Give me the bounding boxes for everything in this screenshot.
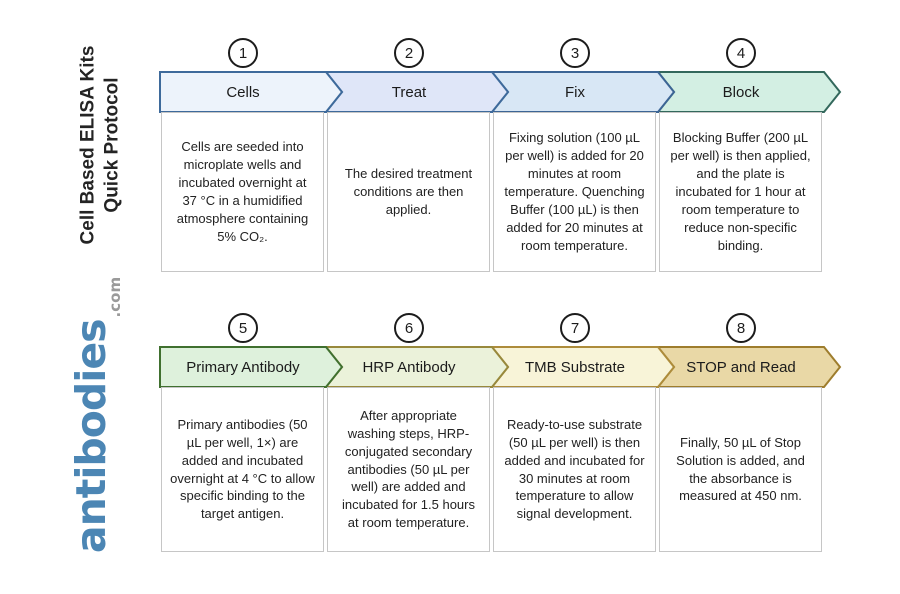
step-2-number-badge: 2 <box>394 38 424 68</box>
step-2-label: Treat <box>391 83 427 101</box>
step-7-label: TMB Substrate <box>524 358 626 376</box>
step-1-number: 1 <box>238 44 248 62</box>
diagram-title: Cell Based ELISA Kits Quick Protocol <box>77 43 125 248</box>
step-8-description-box: Finally, 50 µL of Stop Solution is added… <box>659 387 822 552</box>
step-7-number: 7 <box>570 319 580 337</box>
step-7-description-box: Ready-to-use substrate (50 µL per well) … <box>493 387 656 552</box>
step-6-number: 6 <box>404 319 414 337</box>
step-8-label: STOP and Read <box>686 358 796 376</box>
step-8-description: Finally, 50 µL of Stop Solution is added… <box>676 434 805 504</box>
step-1-arrow <box>159 71 344 113</box>
step-2-description: The desired treatment conditions are the… <box>344 166 473 217</box>
step-5-label: Primary Antibody <box>186 358 300 376</box>
step-4-number-badge: 4 <box>726 38 756 68</box>
diagram-title-line1: Cell Based ELISA Kits <box>77 45 99 245</box>
step-8-number: 8 <box>736 319 746 337</box>
brand-logo-text: antibodies <box>67 319 115 554</box>
step-5-description-box: Primary antibodies (50 µL per well, 1×) … <box>161 387 324 552</box>
step-1-number-badge: 1 <box>228 38 258 68</box>
step-4-number: 4 <box>736 44 746 62</box>
step-3-label: Fix <box>565 83 585 101</box>
step-2-number: 2 <box>404 44 414 62</box>
step-4-label: Block <box>722 83 760 101</box>
step-4-description-box: Blocking Buffer (200 µL per well) is the… <box>659 112 822 272</box>
step-7-description: Ready-to-use substrate (50 µL per well) … <box>504 416 645 522</box>
step-1-description: Cells are seeded into microplate wells a… <box>176 139 309 244</box>
step-3-number-badge: 3 <box>560 38 590 68</box>
step-8-number-badge: 8 <box>726 313 756 343</box>
diagram-title-line2: Quick Protocol <box>101 77 123 213</box>
step-3-description-box: Fixing solution (100 µL per well) is add… <box>493 112 656 272</box>
step-5-arrow <box>159 346 344 388</box>
step-5-number: 5 <box>238 319 248 337</box>
brand-logo: antibodies.com <box>67 275 127 555</box>
row1-arrows <box>159 71 842 113</box>
step-2-description-box: The desired treatment conditions are the… <box>327 112 490 272</box>
step-6-description: After appropriate washing steps, HRP-con… <box>342 407 475 531</box>
step-6-number-badge: 6 <box>394 313 424 343</box>
step-4-description: Blocking Buffer (200 µL per well) is the… <box>670 130 811 253</box>
step-1-description-box: Cells are seeded into microplate wells a… <box>161 112 324 272</box>
step-1-label: Cells <box>226 83 260 101</box>
step-3-description: Fixing solution (100 µL per well) is add… <box>504 130 645 253</box>
step-3-number: 3 <box>570 44 580 62</box>
step-5-number-badge: 5 <box>228 313 258 343</box>
step-6-description-box: After appropriate washing steps, HRP-con… <box>327 387 490 552</box>
brand-logo-suffix: .com <box>106 276 124 318</box>
step-6-label: HRP Antibody <box>362 358 456 376</box>
step-7-number-badge: 7 <box>560 313 590 343</box>
step-5-description: Primary antibodies (50 µL per well, 1×) … <box>170 416 315 522</box>
row2-arrows <box>159 346 842 388</box>
